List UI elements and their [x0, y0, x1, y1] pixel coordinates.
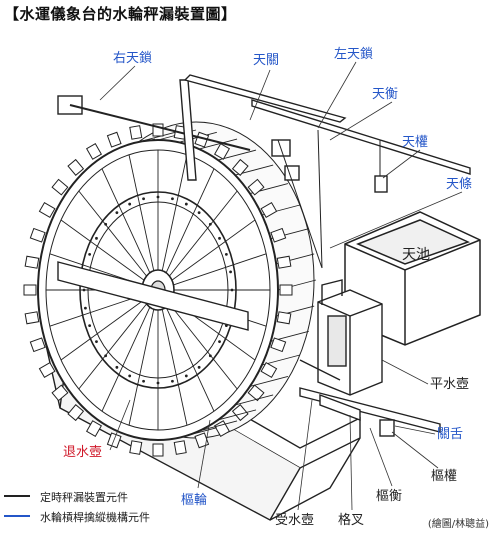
- label-tian-heng: 天衡: [372, 87, 399, 102]
- legend-item-dark: 定時秤漏裝置元件: [40, 489, 128, 505]
- label-shou-shui-hu: 受水壺: [275, 513, 315, 528]
- label-ge-cha: 格叉: [338, 513, 365, 528]
- label-shu-heng: 樞衡: [376, 489, 403, 504]
- ping-shui-hu-tank: [317, 279, 383, 396]
- label-tian-tiao: 天條: [446, 177, 473, 192]
- label-pointer-lines: [99, 61, 463, 511]
- legend-item-blue: 水輪槓桿擒縱機構元件: [40, 509, 150, 525]
- legend-text-blue: 水輪槓桿擒縱機構元件: [40, 511, 150, 524]
- legend-text-dark: 定時秤漏裝置元件: [40, 491, 128, 504]
- label-shu-lun: 樞輪: [181, 493, 208, 508]
- escapement-parts: [299, 359, 441, 437]
- diagram-title: 【水運儀象台的水輪秤漏裝置圖】: [4, 5, 237, 23]
- label-tian-guan: 天關: [253, 53, 280, 68]
- label-you-tian-suo: 右天鎖: [113, 51, 153, 66]
- label-guan-she: 關舌: [437, 427, 464, 442]
- label-tian-chi: 天池: [402, 247, 430, 263]
- label-tui-shui-hu: 退水壺: [63, 445, 103, 460]
- lever-frame: [57, 74, 471, 269]
- label-tian-quan: 天權: [402, 135, 429, 150]
- drawing-credit: (繪圖/林聰益): [427, 519, 489, 530]
- label-zuo-tian-suo: 左天鎖: [334, 47, 374, 62]
- label-ping-shui-hu: 平水壺: [430, 377, 470, 392]
- label-shu-quan: 樞權: [431, 469, 458, 484]
- main-water-wheel: [23, 121, 317, 457]
